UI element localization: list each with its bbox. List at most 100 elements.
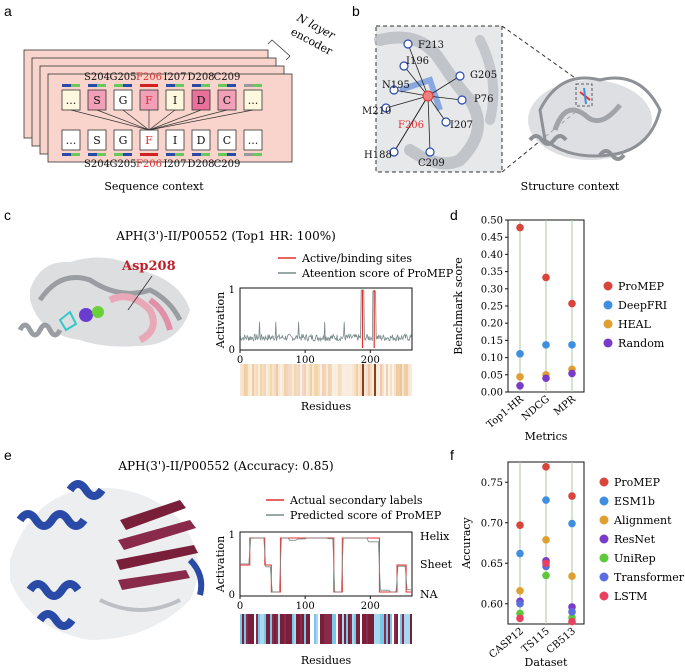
token-stripe <box>71 153 80 156</box>
token-letter: I <box>173 94 177 107</box>
ytick-label: 0.45 <box>481 233 503 244</box>
token-stripe <box>71 84 80 87</box>
token-box <box>87 129 107 151</box>
heat-cell <box>276 614 278 644</box>
xtick-label: 200 <box>361 601 380 612</box>
heat-cell <box>318 614 320 644</box>
ylabel-f: Accuracy <box>460 516 473 569</box>
heat-cell <box>246 364 248 396</box>
heat-cell <box>368 614 370 644</box>
zoom-backbone <box>374 31 484 170</box>
token-stripe <box>201 153 210 156</box>
ytick-top-c: 1 <box>229 285 235 296</box>
heat-cell <box>404 614 406 644</box>
ytick-label: 0.50 <box>481 216 503 227</box>
panel-letter-f: f <box>450 447 454 463</box>
heat-cell <box>330 364 332 396</box>
heat-cell <box>312 364 314 396</box>
heat-cell <box>264 364 266 396</box>
residue-label: D208 <box>187 72 214 83</box>
heat-cell <box>384 614 386 644</box>
heat-cell <box>248 364 250 396</box>
heat-cell <box>358 364 360 396</box>
token-stripe <box>140 153 149 156</box>
highlight-pointer <box>127 275 153 311</box>
attention-line <box>148 109 176 131</box>
heat-cell <box>264 614 266 644</box>
data-point <box>542 535 550 544</box>
data-point <box>568 519 576 528</box>
token-letter: ... <box>248 134 259 147</box>
heat-cell <box>334 364 336 396</box>
heat-cell <box>258 614 260 644</box>
heat-cell <box>362 364 364 396</box>
attention-lines <box>70 109 254 131</box>
xtick-label: 0 <box>237 601 243 612</box>
heat-cell <box>344 614 346 644</box>
xlabel-d: Metrics <box>525 430 568 443</box>
heat-cell <box>408 364 410 396</box>
xtick-label: 0 <box>237 355 243 366</box>
zoom-connector <box>501 25 579 81</box>
token-stripe <box>218 153 227 156</box>
heat-cell <box>296 364 298 396</box>
token-stripe <box>149 84 158 87</box>
residue-label: S204 <box>84 72 110 83</box>
panel-letter-d: d <box>450 207 458 223</box>
heat-cell <box>250 364 252 396</box>
heat-cell <box>296 614 298 644</box>
attention-line <box>96 109 150 131</box>
token-letter: D <box>197 134 206 147</box>
data-point <box>542 374 550 383</box>
ylabel-d: Benchmark score <box>452 257 465 355</box>
heat-cell <box>260 364 262 396</box>
heat-cell <box>280 364 282 396</box>
heat-cell <box>340 614 342 644</box>
heat-cell <box>308 364 310 396</box>
residue-label: C209 <box>418 158 445 169</box>
heat-cell <box>274 364 276 396</box>
heat-cell <box>300 364 302 396</box>
legend-f: ProMEPESM1bAlignmentResNetUniRepTransfor… <box>599 476 685 603</box>
heat-cell <box>324 364 326 396</box>
ytick-label: 0.05 <box>481 370 503 381</box>
heat-cell <box>300 614 302 644</box>
gridlines-d <box>519 220 573 392</box>
heat-cell <box>322 614 324 644</box>
heat-cell <box>354 614 356 644</box>
heat-cell <box>370 364 372 396</box>
residue-node <box>399 61 409 71</box>
token-letter: C <box>223 94 231 107</box>
heat-cell <box>268 614 270 644</box>
heat-cell <box>398 614 400 644</box>
heat-cell <box>362 614 364 644</box>
heat-cell <box>256 614 258 644</box>
attention-line <box>70 109 150 131</box>
attention-line <box>148 109 202 131</box>
token-stripe <box>244 84 253 87</box>
token-stripe <box>227 153 236 156</box>
legend-dot <box>599 591 609 601</box>
panel-c: c APH(3')-II/P00552 (Top1 HR: 100%) Asp2… <box>4 207 454 413</box>
token-letter: I <box>173 134 177 147</box>
data-point <box>542 341 550 349</box>
heat-cell <box>396 614 398 644</box>
heat-cell <box>392 364 394 396</box>
right-label-sheet: Sheet <box>420 558 453 571</box>
legend-dot <box>599 515 609 525</box>
heat-cell <box>252 364 254 396</box>
heat-cell <box>284 614 286 644</box>
residue-label: I207 <box>163 72 186 83</box>
token-stripe <box>62 84 71 87</box>
token-letter: C <box>223 134 231 147</box>
heat-cell <box>404 364 406 396</box>
heat-cell <box>266 614 268 644</box>
heat-cell <box>282 614 284 644</box>
heat-cell <box>406 614 408 644</box>
heat-cell <box>312 614 314 644</box>
ytick-label: 0.60 <box>481 599 503 610</box>
heat-cell <box>346 614 348 644</box>
xlabel-f: Dataset <box>525 656 569 669</box>
